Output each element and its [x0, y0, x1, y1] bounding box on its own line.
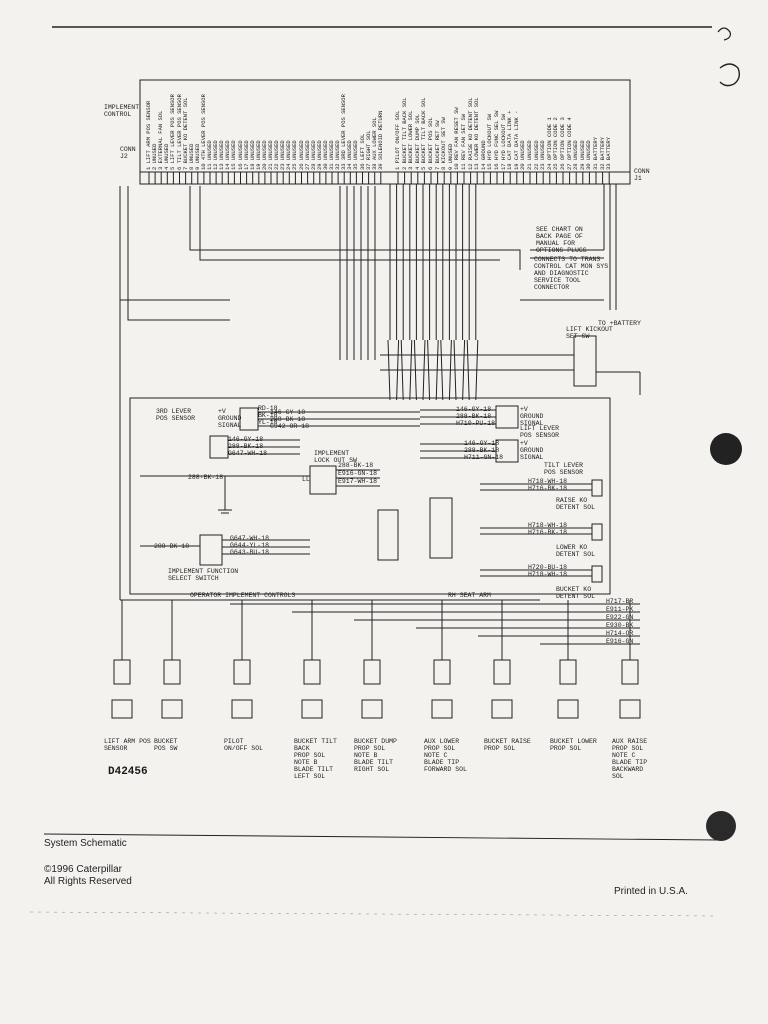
implement-control-label: IMPLEMENT CONTROL: [104, 104, 140, 118]
ground-wire-label: 288-BK-18: [188, 474, 224, 481]
lift-kickout-label: LIFT KICKOUT SET SW: [566, 326, 613, 340]
to-battery-label: TO +BATTERY: [598, 320, 641, 327]
lift-lever-wire: 146-GY-18: [456, 406, 492, 413]
solenoid-label: BUCKET DUMP PROP SOL NOTE B BLADE TILT R…: [354, 738, 397, 773]
third-lever-label: 3RD LEVER POS SENSOR: [156, 408, 196, 422]
tilt-lever-pin: SIGNAL: [520, 454, 544, 461]
j2-pin-label: 39 SOLENOID RETURN: [376, 110, 384, 170]
harness-wire: H714-OR: [606, 630, 634, 637]
see-chart-note: SEE CHART ON BACK PAGE OF MANUAL FOR OPT…: [536, 226, 587, 254]
lockout-wire: E917-WH-18: [338, 478, 378, 485]
implement-lockout-label: IMPLEMENT LOCK OUT SW: [314, 450, 357, 464]
third-lever-wire: BK-18: [258, 412, 278, 419]
lift-lever-wire: H710-PU-18: [456, 420, 496, 427]
lockout-wire: E916-GN-18: [338, 470, 378, 477]
rh-seat-arm-label: RH SEAT ARM: [448, 592, 491, 599]
left-switch-wire: 288-BK-18: [228, 443, 264, 450]
harness-wire: H717-BR: [606, 598, 634, 605]
harness-wire: E911-PK: [606, 606, 634, 613]
footer-title: System Schematic: [44, 838, 127, 849]
raise-detent-wire: H718-WH-18: [528, 478, 568, 485]
solenoid-label: BUCKET LOWER PROP SOL: [550, 738, 597, 752]
third-lever-wire: RD-18: [258, 405, 278, 412]
impl-fn-wire: G643-BU-18: [230, 549, 270, 556]
connects-to-note: CONNECTS TO TRANS CONTROL CAT MON SYS AN…: [534, 256, 609, 291]
tilt-lever-label: TILT LEVER POS SENSOR: [544, 462, 584, 476]
lower-detent-label: LOWER KO DETENT SOL: [556, 544, 596, 558]
drawing-number: D42456: [108, 766, 148, 778]
lift-lever-label: LIFT LEVER POS SENSOR: [520, 425, 560, 439]
harness-wire: E930-BK: [606, 622, 634, 629]
third-lever-right-wire: C942-OR-18: [270, 423, 310, 430]
third-lever-right-wire: 146-GY-18: [270, 409, 306, 416]
bucket-detent-label: BUCKET KO DETENT SOL: [556, 586, 596, 600]
ll-label: LL: [302, 476, 310, 483]
harness-wire: E922-GN: [606, 614, 634, 621]
impl-fn-wire: G647-WH-18: [230, 535, 270, 542]
tilt-lever-pin: GROUND: [520, 447, 544, 454]
bucket-detent-wire: H718-WH-18: [528, 571, 568, 578]
lift-lever-pin: +V: [520, 406, 528, 413]
third-lever-right-wire: 288-BK-18: [270, 416, 306, 423]
bucket-detent-wire: H720-BU-18: [528, 564, 568, 571]
footer-printed: Printed in U.S.A.: [614, 886, 688, 897]
harness-wire: E916-GN: [606, 638, 634, 645]
left-switch-wire: G647-WH-18: [228, 450, 268, 457]
third-lever-pin: SIGNAL: [218, 422, 242, 429]
ground-wire-label-2: 288-BK-18: [154, 543, 190, 550]
left-switch-wire: 146-GY-18: [228, 436, 264, 443]
solenoid-label: BUCKET POS SW: [154, 738, 178, 752]
conn-j2-label: CONN J2: [120, 146, 136, 160]
footer-rights: All Rights Reserved: [44, 876, 132, 887]
raise-detent-wire: H716-BK-18: [528, 485, 568, 492]
solenoid-label: BUCKET RAISE PROP SOL: [484, 738, 531, 752]
lower-detent-wire: H718-WH-18: [528, 522, 568, 529]
solenoid-label: AUX LOWER PROP SOL NOTE C BLADE TIP FORW…: [424, 738, 467, 773]
operator-controls-label: OPERATOR IMPLEMENT CONTROLS: [190, 592, 296, 599]
lockout-wire: 288-BK-18: [338, 462, 374, 469]
footer-copyright: ©1996 Caterpillar: [44, 864, 122, 875]
third-lever-wire: YL-18: [258, 419, 278, 426]
implement-function-label: IMPLEMENT FUNCTION SELECT SWITCH: [168, 568, 239, 582]
third-lever-pin: GROUND: [218, 415, 242, 422]
tilt-lever-wire: H711-GN-18: [464, 454, 504, 461]
solenoid-label: AUX RAISE PROP SOL NOTE C BLADE TIP BACK…: [612, 738, 648, 780]
lift-lever-pin: SIGNAL: [520, 420, 544, 427]
tilt-lever-pin: +V: [520, 440, 528, 447]
conn-j1-label: CONN J1: [634, 168, 650, 182]
lift-lever-wire: 288-BK-18: [456, 413, 492, 420]
tilt-lever-wire: 146-GY-18: [464, 440, 500, 447]
lower-detent-wire: H716-BK-18: [528, 529, 568, 536]
j1-pin-label: 33 BATTERY: [605, 136, 613, 170]
tilt-lever-wire: 288-BK-18: [464, 447, 500, 454]
lift-lever-pin: GROUND: [520, 413, 544, 420]
solenoid-label: BUCKET TILT BACK PROP SOL NOTE B BLADE T…: [294, 738, 337, 780]
solenoid-label: PILOT ON/OFF SOL: [224, 738, 264, 752]
third-lever-pin: +V: [218, 408, 226, 415]
solenoid-label: LIFT ARM POS SENSOR: [104, 738, 151, 752]
raise-detent-label: RAISE KO DETENT SOL: [556, 497, 596, 511]
impl-fn-wire: G644-YL-18: [230, 542, 270, 549]
